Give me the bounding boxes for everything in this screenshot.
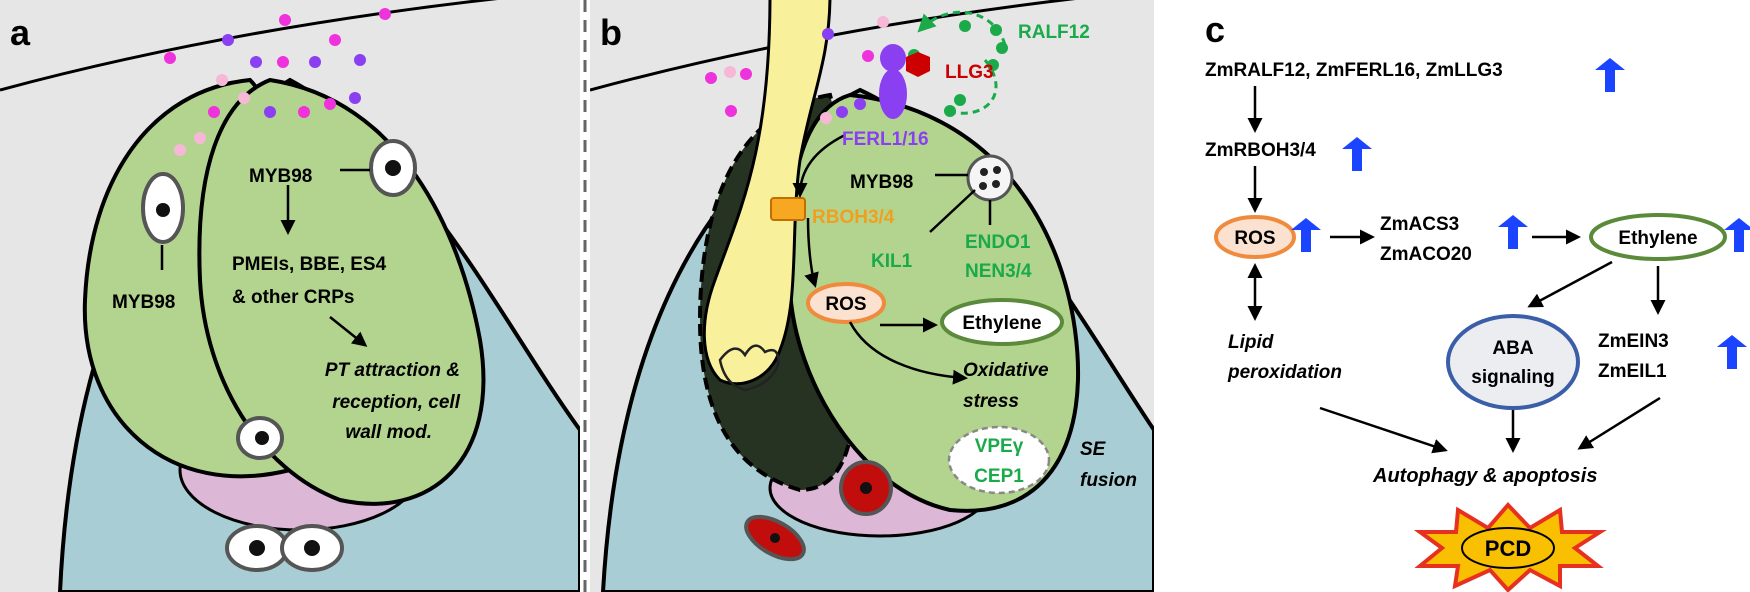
panel-c-aba-line1: ABA: [1492, 338, 1533, 359]
panel-b-oxidative-line1: Oxidative: [963, 360, 1049, 381]
panel-b-red-nucleus: [839, 460, 893, 516]
panel-c-pcd: PCD: [1485, 536, 1531, 561]
panel-c-acs: ZmACS3: [1380, 214, 1459, 235]
panel-b-oxidative-line2: stress: [963, 391, 1019, 412]
panel-c-pcd-oval: [1461, 527, 1555, 569]
panel-c-eil1: ZmEIL1: [1598, 361, 1667, 382]
panel-label-b: b: [600, 12, 622, 53]
panel-c-top-genes: ZmRALF12, ZmFERL16, ZmLLG3: [1205, 60, 1503, 81]
panel-b-llg3-label: LLG3: [945, 62, 994, 83]
up-arrow-icon: [1498, 215, 1528, 249]
panel-b-vpe-oval: [947, 425, 1051, 495]
panel-c-arrow-ein3-autophagy: [1577, 396, 1661, 450]
up-arrow-icon: [1717, 335, 1747, 369]
panel-c-rboh: ZmRBOH3/4: [1205, 140, 1316, 161]
panel-b-top-edge: [590, 0, 1076, 92]
panel-c-lipid-line2: peroxidation: [1227, 362, 1342, 383]
panel-c-arrow-ethylene-aba: [1527, 260, 1613, 308]
panel-a-synergid-right: [197, 77, 486, 506]
panel-b-pollen-tube: [702, 0, 832, 386]
panel-c-aba-line2: signaling: [1471, 367, 1554, 388]
panel-a: a MYB98 MYB98 PMEIs, BBE, ES4 & other CR…: [0, 0, 580, 592]
panel-c-ethylene: Ethylene: [1618, 228, 1697, 249]
panel-c-ethylene-oval: [1589, 213, 1727, 261]
panel-c-ros: ROS: [1234, 228, 1275, 249]
panel-c-arrow-lipid-autophagy: [1319, 406, 1448, 454]
panel-a-myb98-left-label: MYB98: [112, 292, 175, 313]
panel-a-gene-line2: & other CRPs: [232, 287, 354, 308]
up-arrow-icon: [1291, 218, 1321, 252]
panel-a-myb98-top-label: MYB98: [249, 166, 312, 187]
panel-b-vpe-label: VPEγ: [975, 436, 1024, 457]
panel-b-ralf-dots: [908, 20, 1008, 117]
panel-c-ros-oval: [1214, 215, 1296, 259]
panel-c-autophagy: Autophagy & apoptosis: [1372, 465, 1597, 487]
panel-a-polar-nuclei: [225, 524, 344, 572]
panel-b-llg3-shape: [906, 52, 930, 77]
panel-c-aco: ZmACO20: [1380, 244, 1472, 265]
panel-label-a: a: [10, 12, 31, 53]
panel-b-ralf-return-arrow: [917, 10, 1007, 46]
panel-b-se-line2: fusion: [1080, 470, 1137, 491]
panel-b-ethylene-oval: [940, 298, 1064, 346]
panel-b-nen-label: NEN3/4: [965, 261, 1032, 282]
panel-b-pollen-tube-tip: [718, 344, 780, 392]
panel-b-kil1-label: KIL1: [871, 251, 913, 272]
panel-b-ferl-receptor: [879, 44, 907, 119]
panel-b-ros-oval: [806, 282, 886, 324]
panel-b-ralf12-label: RALF12: [1018, 22, 1090, 43]
panel-b-ros-label: ROS: [825, 294, 866, 315]
panel-b-sperm-nucleus: [744, 514, 806, 562]
panel-a-secreted-dots: [164, 8, 391, 156]
panel-b: b RALF12 LLG3 FERL1/16 MYB98 RBOH3/4 KIL…: [590, 0, 1154, 592]
panel-label-c: c: [1205, 9, 1225, 50]
panel-b-se-line1: SE: [1080, 439, 1107, 460]
up-arrow-icon: [1595, 58, 1625, 92]
panel-a-outcome-line1: PT attraction &: [325, 360, 460, 381]
panel-a-gene-line1: PMEIs, BBE, ES4: [232, 254, 387, 275]
panel-b-kil1-connector: [929, 189, 976, 233]
panel-b-ralf-loop-arrow: [949, 59, 998, 115]
up-arrow-icon: [1724, 218, 1750, 252]
panel-a-outcome-line2: reception, cell: [332, 392, 460, 413]
panel-b-ethylene-label: Ethylene: [962, 313, 1041, 334]
panel-a-egg-nucleus: [236, 416, 284, 460]
panel-c: c ZmRALF12, ZmFERL16, ZmLLG3 ZmRBOH3/4 R…: [1205, 9, 1750, 592]
panel-b-myb98-nucleus: [966, 154, 1014, 202]
panel-b-secreted-dots: [705, 16, 889, 124]
panel-b-ferl-label: FERL1/16: [842, 129, 929, 150]
panel-c-aba-oval: [1446, 314, 1580, 410]
panel-c-lipid-line1: Lipid: [1228, 332, 1274, 353]
panel-a-outcome-line3: wall mod.: [345, 422, 432, 443]
panel-b-rboh-box: [770, 197, 806, 221]
panel-b-arrow-rboh-ros: [804, 217, 819, 288]
panel-b-rboh-label: RBOH3/4: [812, 207, 895, 228]
panel-a-arrow-2: [329, 316, 368, 347]
panel-b-myb98-label: MYB98: [850, 172, 913, 193]
panel-c-ein3: ZmEIN3: [1598, 331, 1669, 352]
panel-b-cep1-label: CEP1: [974, 466, 1024, 487]
panel-b-arrow-ferl-rboh: [792, 133, 846, 198]
panel-a-nucleus-top: [369, 139, 417, 197]
panel-a-top-edge: [0, 0, 498, 92]
panel-a-nucleus-left: [141, 172, 185, 244]
panel-b-arrow-ros-stress: [848, 321, 968, 385]
panel-b-endo1-label: ENDO1: [965, 232, 1031, 253]
up-arrow-icon: [1342, 137, 1372, 171]
